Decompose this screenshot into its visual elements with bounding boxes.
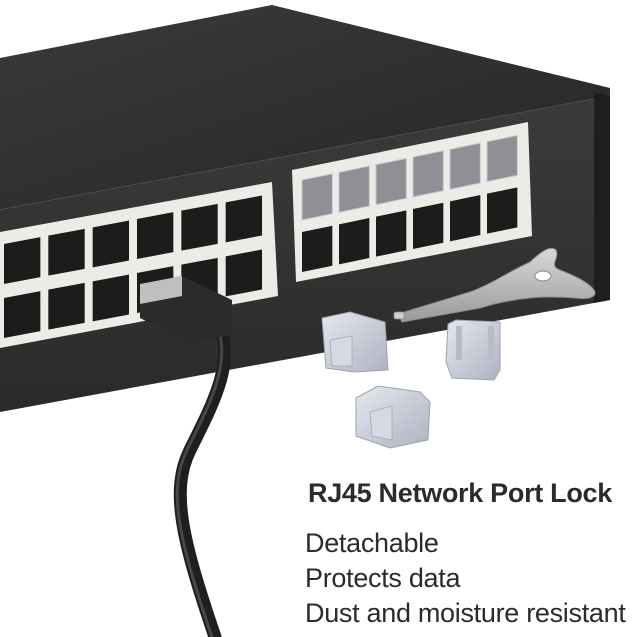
rj45-port [137, 212, 174, 259]
port-lock-clip-3 [355, 385, 431, 449]
rj45-port [225, 249, 263, 297]
locked-port [301, 173, 333, 221]
port-lock-clip-2 [445, 319, 501, 381]
locked-port [486, 134, 518, 183]
rj45-port [450, 195, 481, 242]
rj45-port [181, 203, 218, 251]
rj45-port [225, 195, 263, 243]
rj45-port [487, 187, 518, 234]
ethernet-cable [140, 276, 232, 637]
locked-port [449, 142, 481, 190]
rj45-port [48, 228, 85, 276]
rj45-port [92, 274, 130, 322]
rj45-port [413, 202, 444, 249]
rj45-port [376, 210, 407, 257]
rj45-port [302, 225, 333, 272]
locked-port [338, 165, 370, 213]
rj45-port [4, 291, 41, 338]
right-port-block [292, 122, 532, 282]
switch-top [0, 5, 610, 210]
locked-port [375, 157, 407, 206]
switch-side [594, 92, 610, 303]
rj45-port [92, 220, 130, 268]
port-lock-key-icon [393, 247, 596, 323]
rj45-port [48, 282, 85, 330]
rj45-port [4, 237, 41, 284]
port-lock-clip-1 [321, 311, 389, 373]
rj45-port [339, 218, 370, 265]
locked-port [412, 150, 444, 198]
